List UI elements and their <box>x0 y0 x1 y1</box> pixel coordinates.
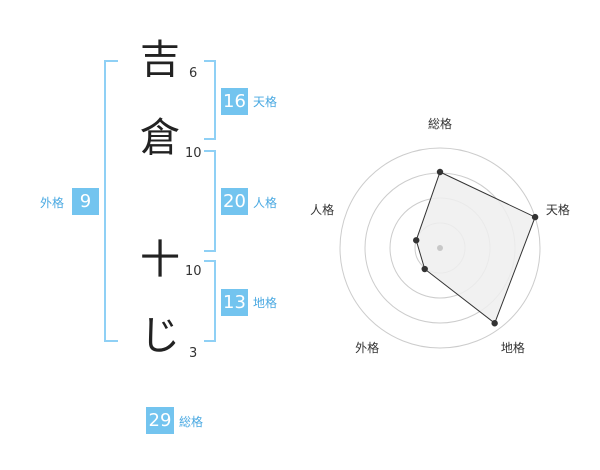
radar-axis-label-2: 天格 <box>545 202 570 217</box>
radar-point-3 <box>491 320 498 327</box>
jinkaku-bracket <box>204 150 216 252</box>
name-char-3: 十 <box>140 237 180 283</box>
chikaku-value: 13 <box>221 289 248 316</box>
radar-axis-label-4: 外格 <box>355 341 380 356</box>
stroke-count-4: 3 <box>189 346 198 361</box>
radar-point-2 <box>531 213 539 221</box>
gaikaku-label: 外格 <box>40 196 65 210</box>
tenkaku-label: 天格 <box>253 95 278 109</box>
tenkaku-bracket <box>204 60 216 140</box>
stroke-count-1: 6 <box>189 66 198 81</box>
radar-point-5 <box>413 237 420 244</box>
tenkaku-value: 16 <box>221 88 248 115</box>
name-char-2: 倉 <box>140 115 180 161</box>
radar-axis-label-5: 人格 <box>310 202 335 217</box>
gaikaku-bracket <box>104 60 118 342</box>
jinkaku-label: 人格 <box>253 196 278 210</box>
radar-ring-4 <box>339 147 541 349</box>
jinkaku-value: 20 <box>221 188 248 215</box>
radar-axis-label-3: 地格 <box>500 341 525 356</box>
radar-point-4 <box>421 265 428 273</box>
soukaku-label: 総格 <box>179 415 204 429</box>
stroke-count-3: 10 <box>185 264 202 279</box>
radar-polygon <box>415 171 536 325</box>
name-char-1: 吉 <box>140 37 180 83</box>
stroke-count-2: 10 <box>185 146 202 161</box>
gaikaku-value: 9 <box>72 188 99 215</box>
radar-center-dot <box>437 245 443 251</box>
chikaku-label: 地格 <box>253 296 278 310</box>
soukaku-value: 29 <box>146 407 174 434</box>
radar-axis-label-1: 総格 <box>427 117 453 131</box>
chikaku-bracket <box>204 260 216 342</box>
radar-point-1 <box>436 168 444 176</box>
name-char-4: じ <box>140 313 180 359</box>
